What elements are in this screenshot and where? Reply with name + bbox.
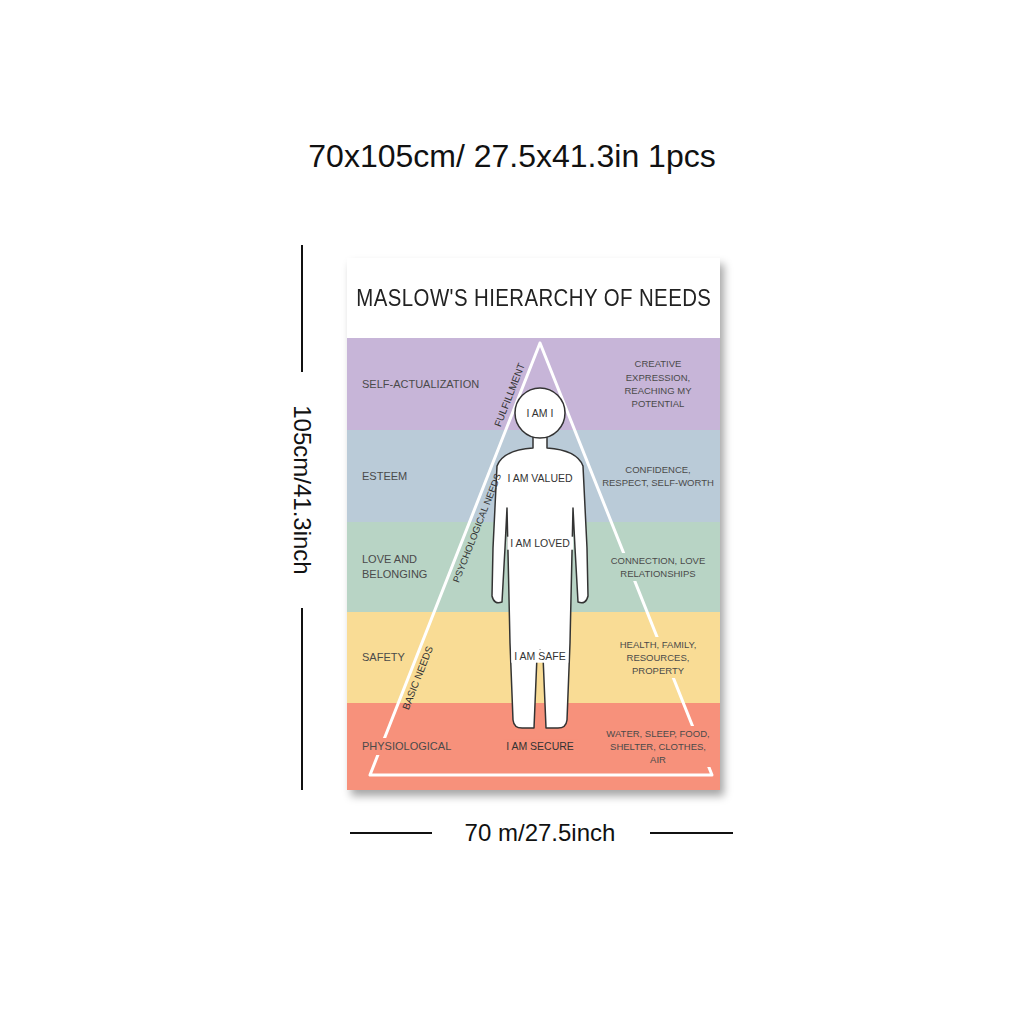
need-examples: WATER, SLEEP, FOOD, SHELTER, CLOTHES, AI… <box>600 726 716 768</box>
affirmation: I AM SAFE <box>511 650 568 663</box>
need-band: LOVE AND BELONGING CONNECTION, LOVE RELAT… <box>347 522 720 612</box>
affirmation: I AM SECURE <box>503 740 577 753</box>
need-examples: CREATIVE EXPRESSION, REACHING MY POTENTI… <box>600 356 716 411</box>
pyramid-side-label: PSYCHOLOGICAL NEEDS <box>450 472 503 584</box>
need-examples: HEALTH, FAMILY, RESOURCES, PROPERTY <box>600 637 716 679</box>
affirmation: I AM LOVED <box>507 537 573 550</box>
colour-bands <box>347 338 720 790</box>
need-examples: CONNECTION, LOVE RELATIONSHIPS <box>600 553 716 582</box>
pyramid-side-label: FULFILLMENT <box>492 362 528 429</box>
need-level-name: LOVE AND BELONGING <box>360 551 444 583</box>
person-silhouette <box>492 388 588 728</box>
need-level-name: SAFETY <box>360 649 407 666</box>
dimension-lines <box>302 245 733 833</box>
poster-frame: MASLOW'S HIERARCHY OF NEEDS SELF-ACTUALIZ… <box>347 258 720 790</box>
need-level-name: ESTEEM <box>360 468 409 485</box>
need-examples: CONFIDENCE, RESPECT, SELF-WORTH <box>600 462 716 491</box>
affirmation: I AM I <box>524 407 557 420</box>
width-dimension: 70 m/27.5inch <box>462 819 619 848</box>
poster-title: MASLOW'S HIERARCHY OF NEEDS <box>356 284 711 312</box>
affirmation: I AM VALUED <box>504 472 575 485</box>
poster-sheet <box>347 258 720 790</box>
need-level-name: SELF-ACTUALIZATION <box>360 376 481 393</box>
poster-header: MASLOW'S HIERARCHY OF NEEDS <box>347 258 720 338</box>
need-level-name: PHYSIOLOGICAL <box>360 738 453 755</box>
product-size-heading: 70x105cm/ 27.5x41.3in 1pcs <box>0 138 1024 175</box>
height-dimension: 105cm/41.3inch <box>288 402 317 577</box>
